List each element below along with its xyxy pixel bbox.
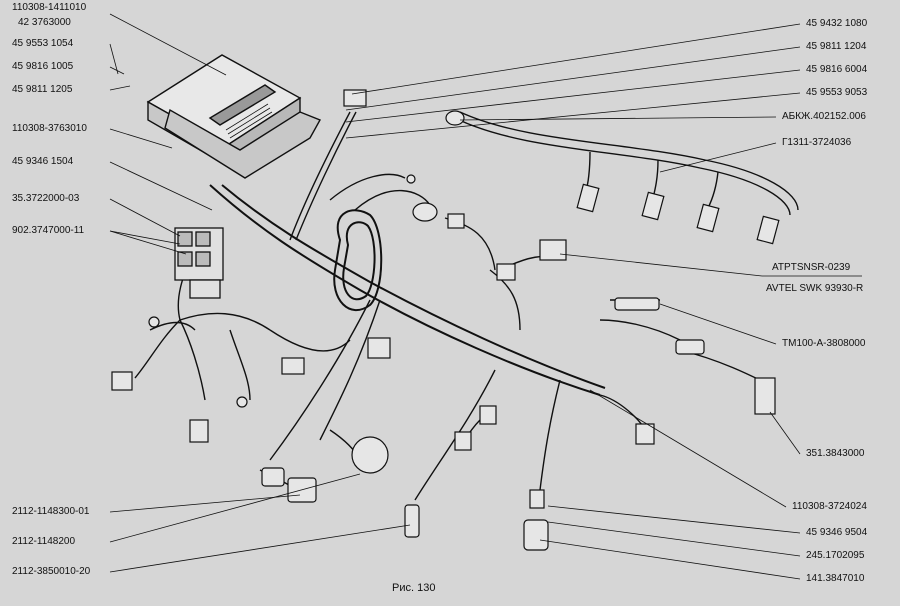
label-right-bolt-2: 45 9811 1204 [806,41,867,52]
label-right-bolt: 45 9432 1080 [806,18,868,29]
label-right-screw: 45 9346 9504 [806,527,868,538]
label-right-coolant-sensor: TM100-A-3808000 [782,338,866,349]
label-left-bolt: 45 9811 1205 [12,84,73,95]
label-left-idle-regulator: 2112-1148300-01 [12,506,90,517]
label-right-map-sensor-alt: AVTEL SWK 93930-R [766,283,864,294]
label-left-screw: 45 9346 1504 [12,156,74,167]
label-right-harness-2: 110308-3724024 [792,501,867,512]
label-left-bracket: 42 3763000 [18,17,71,28]
label-left-washer: 45 9816 1005 [12,61,74,72]
main-harness-trunk [209,184,606,396]
label-left-bracket-2: 110308-3763010 [12,123,87,134]
harness-connectors [111,89,780,551]
ecu-unit [146,54,321,179]
label-left-relay: 35.3722000-03 [12,193,80,204]
label-right-harness: Г1311-3724036 [782,137,852,148]
ecu-connector-pins [225,103,273,139]
label-right-air-temp-sensor: АБКЖ.402152.006 [782,111,866,122]
leader-lines [109,13,862,580]
label-left-nut: 45 9553 1054 [12,38,74,49]
label-left-ecu: 110308-1411010 [12,2,87,13]
figure-caption: Рис. 130 [392,582,436,594]
label-right-speed-sensor: 351.3843000 [806,448,865,459]
label-right-nut: 45 9553 9053 [806,87,868,98]
label-right-bolt-3: 245.1702095 [806,550,865,561]
air-duct-loop [333,209,383,311]
relay-block [174,227,224,299]
label-left-lambda: 2112-3850010-20 [12,566,91,577]
label-left-throttle-sensor: 2112-1148200 [12,536,76,547]
label-left-fuse-block: 902.3747000-11 [12,225,85,236]
label-right-washer: 45 9816 6004 [806,64,868,75]
label-right-map-sensor: ATPTSNSR-0239 [772,262,851,273]
label-right-crank-sensor: 141.3847010 [806,573,865,584]
